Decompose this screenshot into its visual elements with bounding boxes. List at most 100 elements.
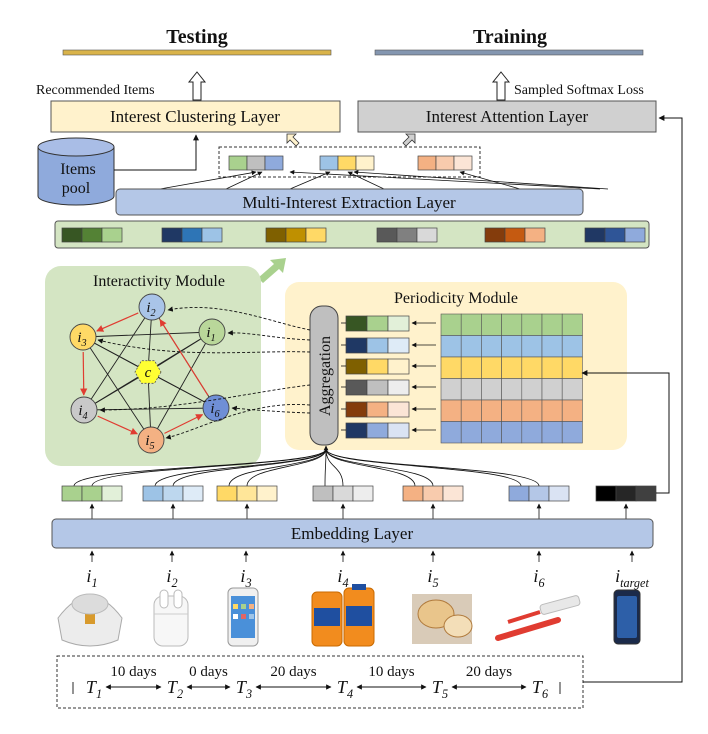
item-embedding-cell bbox=[548, 485, 570, 502]
converge-line bbox=[246, 448, 327, 487]
period-grid-cell bbox=[440, 378, 462, 401]
item-embedding-cell bbox=[142, 485, 164, 502]
graph-node-label-i6: i6 bbox=[210, 401, 220, 420]
interest-clustering-layer-label: Interest Clustering Layer bbox=[110, 107, 280, 126]
training-bar bbox=[374, 49, 644, 56]
item-embedding-cell bbox=[422, 485, 444, 502]
strip-vector-cell bbox=[504, 227, 526, 243]
strip-vector-cell bbox=[161, 227, 183, 243]
period-grid-cell bbox=[521, 356, 543, 379]
period-grid-cell bbox=[481, 378, 502, 401]
graph-node-label-i1-base: i bbox=[206, 325, 210, 341]
strip-vector-cell bbox=[101, 227, 123, 243]
interactivity-module-label: Interactivity Module bbox=[93, 273, 225, 290]
item-embedding bbox=[61, 485, 123, 502]
extraction-arrow bbox=[225, 171, 263, 190]
interest-attention-layer-label: Interest Attention Layer bbox=[426, 107, 589, 126]
graph-edge-red bbox=[159, 319, 209, 396]
converge-line bbox=[325, 448, 416, 487]
period-vector-cell bbox=[387, 315, 410, 332]
bread-image bbox=[412, 594, 473, 644]
period-grid-cell bbox=[501, 399, 523, 422]
period-vector-cell bbox=[387, 401, 410, 418]
item-embedding-cell bbox=[182, 485, 204, 502]
item-label-base: i bbox=[427, 566, 432, 586]
period-grid-cell bbox=[561, 421, 583, 444]
interest-vector bbox=[319, 155, 375, 171]
item-embedding bbox=[508, 485, 570, 502]
period-grid-cell bbox=[481, 356, 502, 379]
period-grid-cell bbox=[481, 335, 502, 358]
period-grid-cell bbox=[481, 399, 502, 422]
time-gap-label: 20 days bbox=[466, 664, 512, 680]
item-label-sub: 6 bbox=[538, 576, 545, 590]
interest-vectors-box bbox=[218, 146, 481, 178]
period-grid-cell bbox=[501, 356, 523, 379]
graph-edge-red bbox=[164, 414, 204, 434]
graph-node-label-i2-sub: 2 bbox=[151, 308, 156, 319]
period-grid-cell bbox=[481, 313, 502, 336]
converge-line bbox=[325, 448, 434, 487]
period-grid-cell bbox=[440, 421, 462, 444]
converge-line bbox=[228, 448, 327, 487]
period-vector-cell bbox=[345, 401, 368, 418]
strip-vector-cell bbox=[524, 227, 546, 243]
graph-node-label-i5-base: i bbox=[145, 433, 149, 449]
item-label-sub: target bbox=[620, 576, 649, 590]
item-label-sub: 1 bbox=[91, 576, 97, 590]
time-point-sub: 1 bbox=[96, 687, 102, 701]
multi-interest-extraction-layer bbox=[115, 188, 584, 216]
item-embedding-cell bbox=[61, 485, 83, 502]
item-embedding-cell bbox=[81, 485, 103, 502]
converge-line bbox=[325, 448, 522, 487]
center-node bbox=[134, 360, 162, 384]
graph-node-label-i2-base: i bbox=[146, 300, 150, 316]
interest-vector-cell bbox=[337, 155, 357, 171]
converge-line bbox=[91, 448, 327, 487]
period-vector-cell bbox=[345, 358, 368, 375]
graph-edge bbox=[82, 336, 152, 441]
time-point-sub: 5 bbox=[442, 687, 448, 701]
item-label: i6 bbox=[533, 566, 545, 590]
interest-vector-cell bbox=[246, 155, 266, 171]
interest-vector-cell bbox=[319, 155, 339, 171]
item-label-base: i bbox=[337, 566, 342, 586]
aggregation-dashed-arrow bbox=[165, 403, 311, 440]
strip-vector-cell bbox=[181, 227, 203, 243]
graph-node-label-i3: i3 bbox=[77, 330, 86, 349]
period-vector-cell bbox=[366, 315, 389, 332]
item-label: i5 bbox=[427, 566, 438, 590]
graph-node-i2 bbox=[138, 293, 166, 321]
earbuds-image bbox=[153, 589, 189, 647]
graph-node-label-i3-sub: 3 bbox=[81, 338, 87, 349]
item-embedding bbox=[142, 485, 204, 502]
time-gap-label: 10 days bbox=[368, 664, 414, 680]
strip-vector-cell bbox=[265, 227, 287, 243]
period-vector-cell bbox=[387, 379, 410, 396]
converge-line bbox=[172, 448, 327, 487]
graph-node-label-i3-base: i bbox=[77, 330, 81, 346]
period-grid-cell bbox=[501, 313, 523, 336]
item-embedding-cell bbox=[332, 485, 354, 502]
recommended-items-label: Recommended Items bbox=[36, 83, 155, 98]
period-grid-cell bbox=[501, 378, 523, 401]
recommended-up-arrow-icon bbox=[187, 71, 207, 101]
graph-edge-red bbox=[80, 351, 88, 396]
period-grid-cell bbox=[541, 356, 563, 379]
graph-node-i5 bbox=[137, 426, 165, 454]
strip-vector-cell bbox=[484, 227, 506, 243]
period-vector-cell bbox=[366, 401, 389, 418]
item-embedding bbox=[312, 485, 374, 502]
extraction-arrow bbox=[347, 171, 385, 190]
module-output-strip bbox=[54, 220, 650, 249]
time-point-base: T bbox=[432, 677, 444, 697]
interest-clustering-layer bbox=[50, 100, 341, 133]
period-grid-cell bbox=[460, 335, 482, 358]
strip-vector-cell bbox=[624, 227, 646, 243]
period-grid-cell bbox=[521, 399, 543, 422]
interest-vector bbox=[228, 155, 284, 171]
interest-attention-layer bbox=[357, 100, 657, 133]
to-clustering-arrow-icon bbox=[286, 133, 300, 147]
period-grid-cell bbox=[541, 335, 563, 358]
item-embedding bbox=[595, 485, 657, 502]
